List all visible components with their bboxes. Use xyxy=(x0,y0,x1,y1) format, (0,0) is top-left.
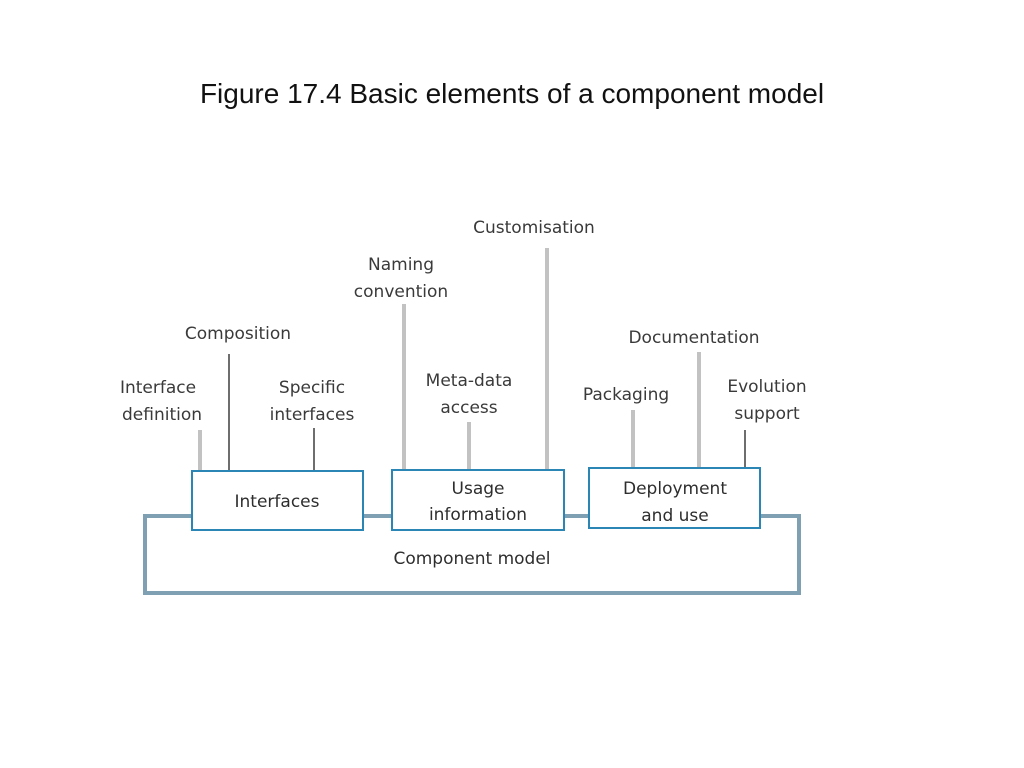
deployment-and-use-box-label-line2: and use xyxy=(641,506,708,526)
usage-information-box-label-line2: information xyxy=(429,505,527,525)
interface-definition-label-line2: definition xyxy=(122,405,202,425)
deployment-and-use-box-label-line1: Deployment xyxy=(623,479,727,499)
meta-data-access-label-line1: Meta-data xyxy=(426,371,513,391)
evolution-support-label-line1: Evolution xyxy=(727,377,806,397)
usage-information-box xyxy=(391,469,565,531)
slide-title: Figure 17.4 Basic elements of a componen… xyxy=(199,78,825,109)
specific-interfaces-label-line1: Specific xyxy=(279,378,345,398)
evolution-support-label-line2: support xyxy=(734,404,800,424)
interface-definition-label-line1: Interface xyxy=(120,378,196,398)
customisation-label: Customisation xyxy=(473,218,595,238)
naming-convention-label-line2: convention xyxy=(354,282,448,302)
documentation-label: Documentation xyxy=(628,328,759,348)
meta-data-access-label-line2: access xyxy=(440,398,497,418)
usage-information-box-label-line1: Usage xyxy=(452,479,505,499)
naming-convention-label-line1: Naming xyxy=(368,255,434,275)
packaging-label: Packaging xyxy=(583,385,669,405)
component-model-label: Component model xyxy=(393,549,550,569)
interfaces-box-label: Interfaces xyxy=(235,492,320,512)
interfaces-box xyxy=(191,470,364,531)
composition-label: Composition xyxy=(185,324,291,344)
specific-interfaces-label-line2: interfaces xyxy=(270,405,355,425)
deployment-and-use-box xyxy=(588,467,761,529)
